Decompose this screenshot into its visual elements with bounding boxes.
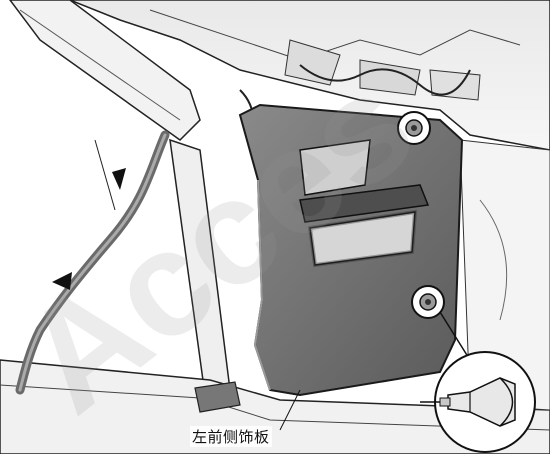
clip-detail-callout (420, 351, 536, 453)
removal-arrow-up (112, 168, 126, 190)
a-pillar (9, 0, 231, 396)
removal-arrow-left (52, 272, 72, 290)
left-front-side-trim-panel (238, 103, 464, 397)
weatherstrip-seal (15, 130, 170, 395)
clip-lower (411, 285, 445, 319)
floor-right (459, 139, 550, 411)
rocker-sill (0, 359, 550, 454)
part-caption: 左前侧饰板 (190, 426, 272, 447)
detail-leader-line (439, 311, 471, 361)
clip-upper (397, 111, 431, 145)
caption-leader-line (279, 389, 301, 431)
